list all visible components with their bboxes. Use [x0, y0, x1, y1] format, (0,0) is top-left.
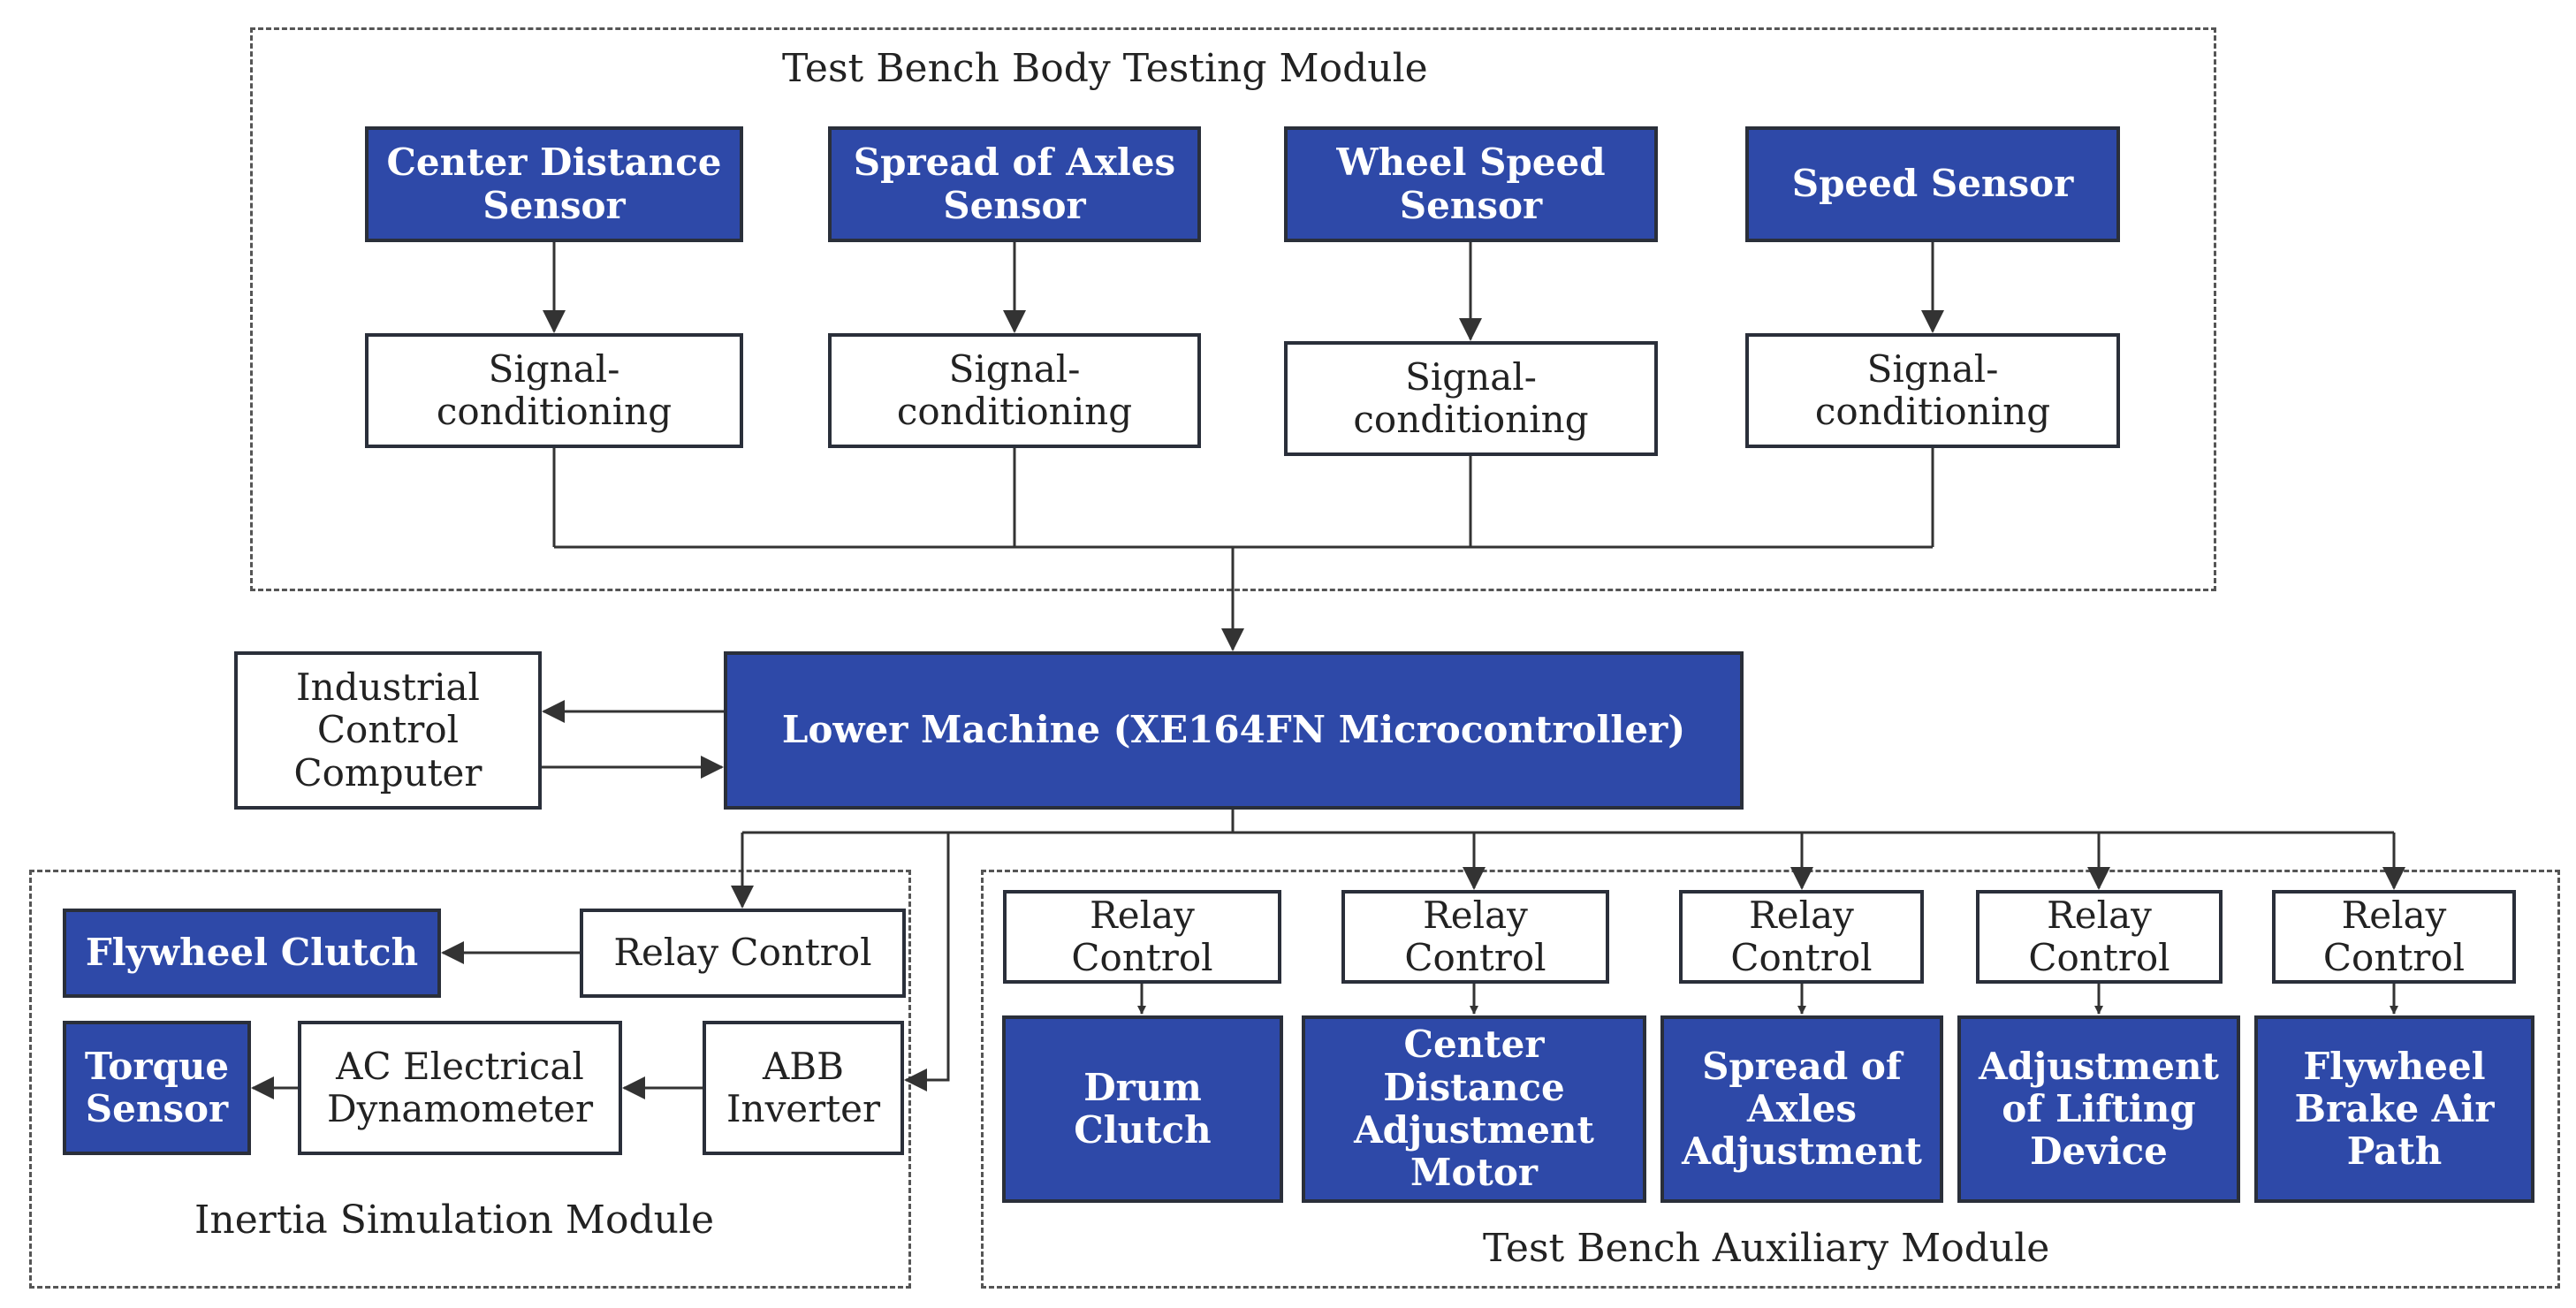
center-distance-sensor-box: Center Distance Sensor: [365, 126, 743, 242]
center-distance-motor-box: Center Distance Adjustment Motor: [1302, 1015, 1646, 1203]
abb-inverter-box: ABB Inverter: [703, 1021, 904, 1155]
flywheel-clutch-box: Flywheel Clutch: [63, 909, 441, 998]
wheel-speed-sensor-box: Wheel Speed Sensor: [1284, 126, 1658, 242]
flywheel-brake-box: Flywheel Brake Air Path: [2254, 1015, 2534, 1203]
aux-relay-control-2: Relay Control: [1341, 890, 1609, 984]
aux-relay-control-1: Relay Control: [1003, 890, 1281, 984]
speed-sensor-box: Speed Sensor: [1745, 126, 2120, 242]
aux-relay-control-5: Relay Control: [2272, 890, 2516, 984]
signal-conditioning-4: Signal-conditioning: [1745, 333, 2120, 448]
signal-conditioning-2: Signal-conditioning: [828, 333, 1201, 448]
inertia-module-title: Inertia Simulation Module: [194, 1198, 715, 1243]
lower-machine-box: Lower Machine (XE164FN Microcontroller): [724, 651, 1744, 810]
arrow-abb: [904, 833, 950, 1091]
inertia-relay-control: Relay Control: [580, 909, 906, 998]
lifting-device-box: Adjustment of Lifting Device: [1957, 1015, 2240, 1203]
industrial-control-computer-box: Industrial Control Computer: [234, 651, 542, 810]
signal-conditioning-1: Signal-conditioning: [365, 333, 743, 448]
torque-sensor-box: Torque Sensor: [63, 1021, 251, 1155]
ac-dynamometer-box: AC Electrical Dynamometer: [298, 1021, 622, 1155]
aux-relay-control-3: Relay Control: [1679, 890, 1924, 984]
spread-axles-adjustment-box: Spread of Axles Adjustment: [1660, 1015, 1943, 1203]
body-testing-module-title: Test Bench Body Testing Module: [782, 46, 1428, 91]
auxiliary-module-title: Test Bench Auxiliary Module: [1483, 1226, 2050, 1271]
aux-relay-control-4: Relay Control: [1976, 890, 2223, 984]
signal-conditioning-3: Signal-conditioning: [1284, 341, 1658, 456]
drum-clutch-box: Drum Clutch: [1002, 1015, 1283, 1203]
spread-axles-sensor-box: Spread of Axles Sensor: [828, 126, 1201, 242]
auxiliary-module-frame: [981, 870, 2560, 1289]
